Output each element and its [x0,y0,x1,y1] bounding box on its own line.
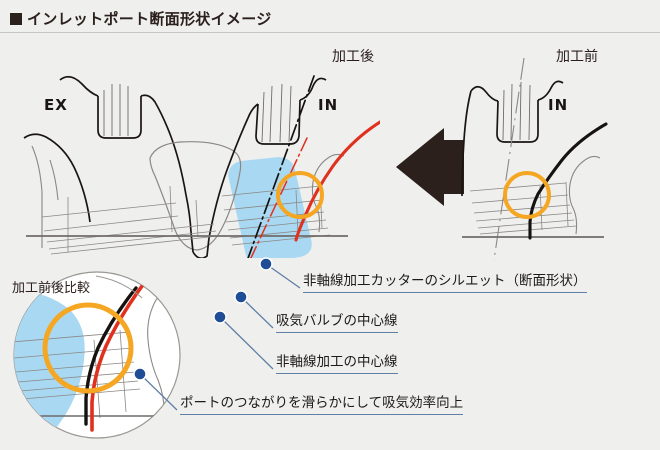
exhaust-lower-wall [31,145,59,248]
port-tag-exhaust: EX [44,96,68,114]
leader-line-cutter-silhouette [265,263,301,289]
intake-valve-centerline [247,75,315,258]
valve-stem-lines-before [502,81,531,141]
panel-heading-before: 加工前 [556,49,598,65]
offset-machining-centerline [250,137,308,258]
inset-magnifier [13,271,181,439]
inset-cutter-region [14,289,85,438]
port-floor-contour-before [568,155,601,235]
callout-dot-cutter-silhouette [259,257,273,271]
cutter-silhouette-shape [228,157,312,258]
deck-hatch-band-before [469,181,577,235]
port-wall-before-black [528,122,608,240]
page-title-text: インレットポート断面形状イメージ [27,10,272,28]
cylinder-head-outline-exhaust [23,75,187,223]
panel-after-machining [23,75,380,258]
intake-valve-stem-lines [261,83,292,143]
inset-title: 加工前後比較 [12,281,91,296]
leader-line-offset-centerline [219,316,274,370]
port-divider-wall [185,194,210,258]
panel-heading-after: 加工後 [332,49,374,65]
port-tag-intake-after: IN [318,96,339,114]
cylinder-head-outline-before [461,80,564,197]
port-wall-after-red [294,120,380,242]
inset-curve-before [84,286,138,426]
callout-dot-offset-centerline [213,310,227,324]
transition-arrow [396,128,464,206]
page-title: インレットポート断面形状イメージ [10,8,272,29]
valve-centerline-before [493,57,525,261]
callout-label-cutter-silhouette: 非軸線加工カッターのシルエット（断面形状） [303,273,587,293]
leader-line-valve-centerline [240,296,274,329]
port-tag-intake-before: IN [548,96,569,114]
combustion-chamber-outline [149,141,242,251]
callout-label-port-benefit: ポートのつながりを滑らかにして吸気効率向上 [180,395,464,415]
panel-before-machining [461,57,608,261]
leader-line-inset-title [95,275,143,299]
callout-leaders [95,257,301,411]
leader-line-port-benefit [139,373,178,411]
exhaust-valve-stem-lines [103,84,129,136]
inset-highlight-circle [42,302,134,394]
highlight-circle-after [276,171,324,219]
callout-label-offset-centerline: 非軸線加工の中心線 [276,354,398,374]
square-bullet-icon [10,12,22,25]
title-divider [0,32,660,33]
highlight-circle-before [503,171,551,219]
cylinder-head-outline-intake [208,77,327,239]
callout-dot-valve-centerline [234,290,248,304]
callout-dot-port-benefit [133,367,147,381]
callout-label-intake-valve-centerline: 吸気バルブの中心線 [276,313,398,333]
